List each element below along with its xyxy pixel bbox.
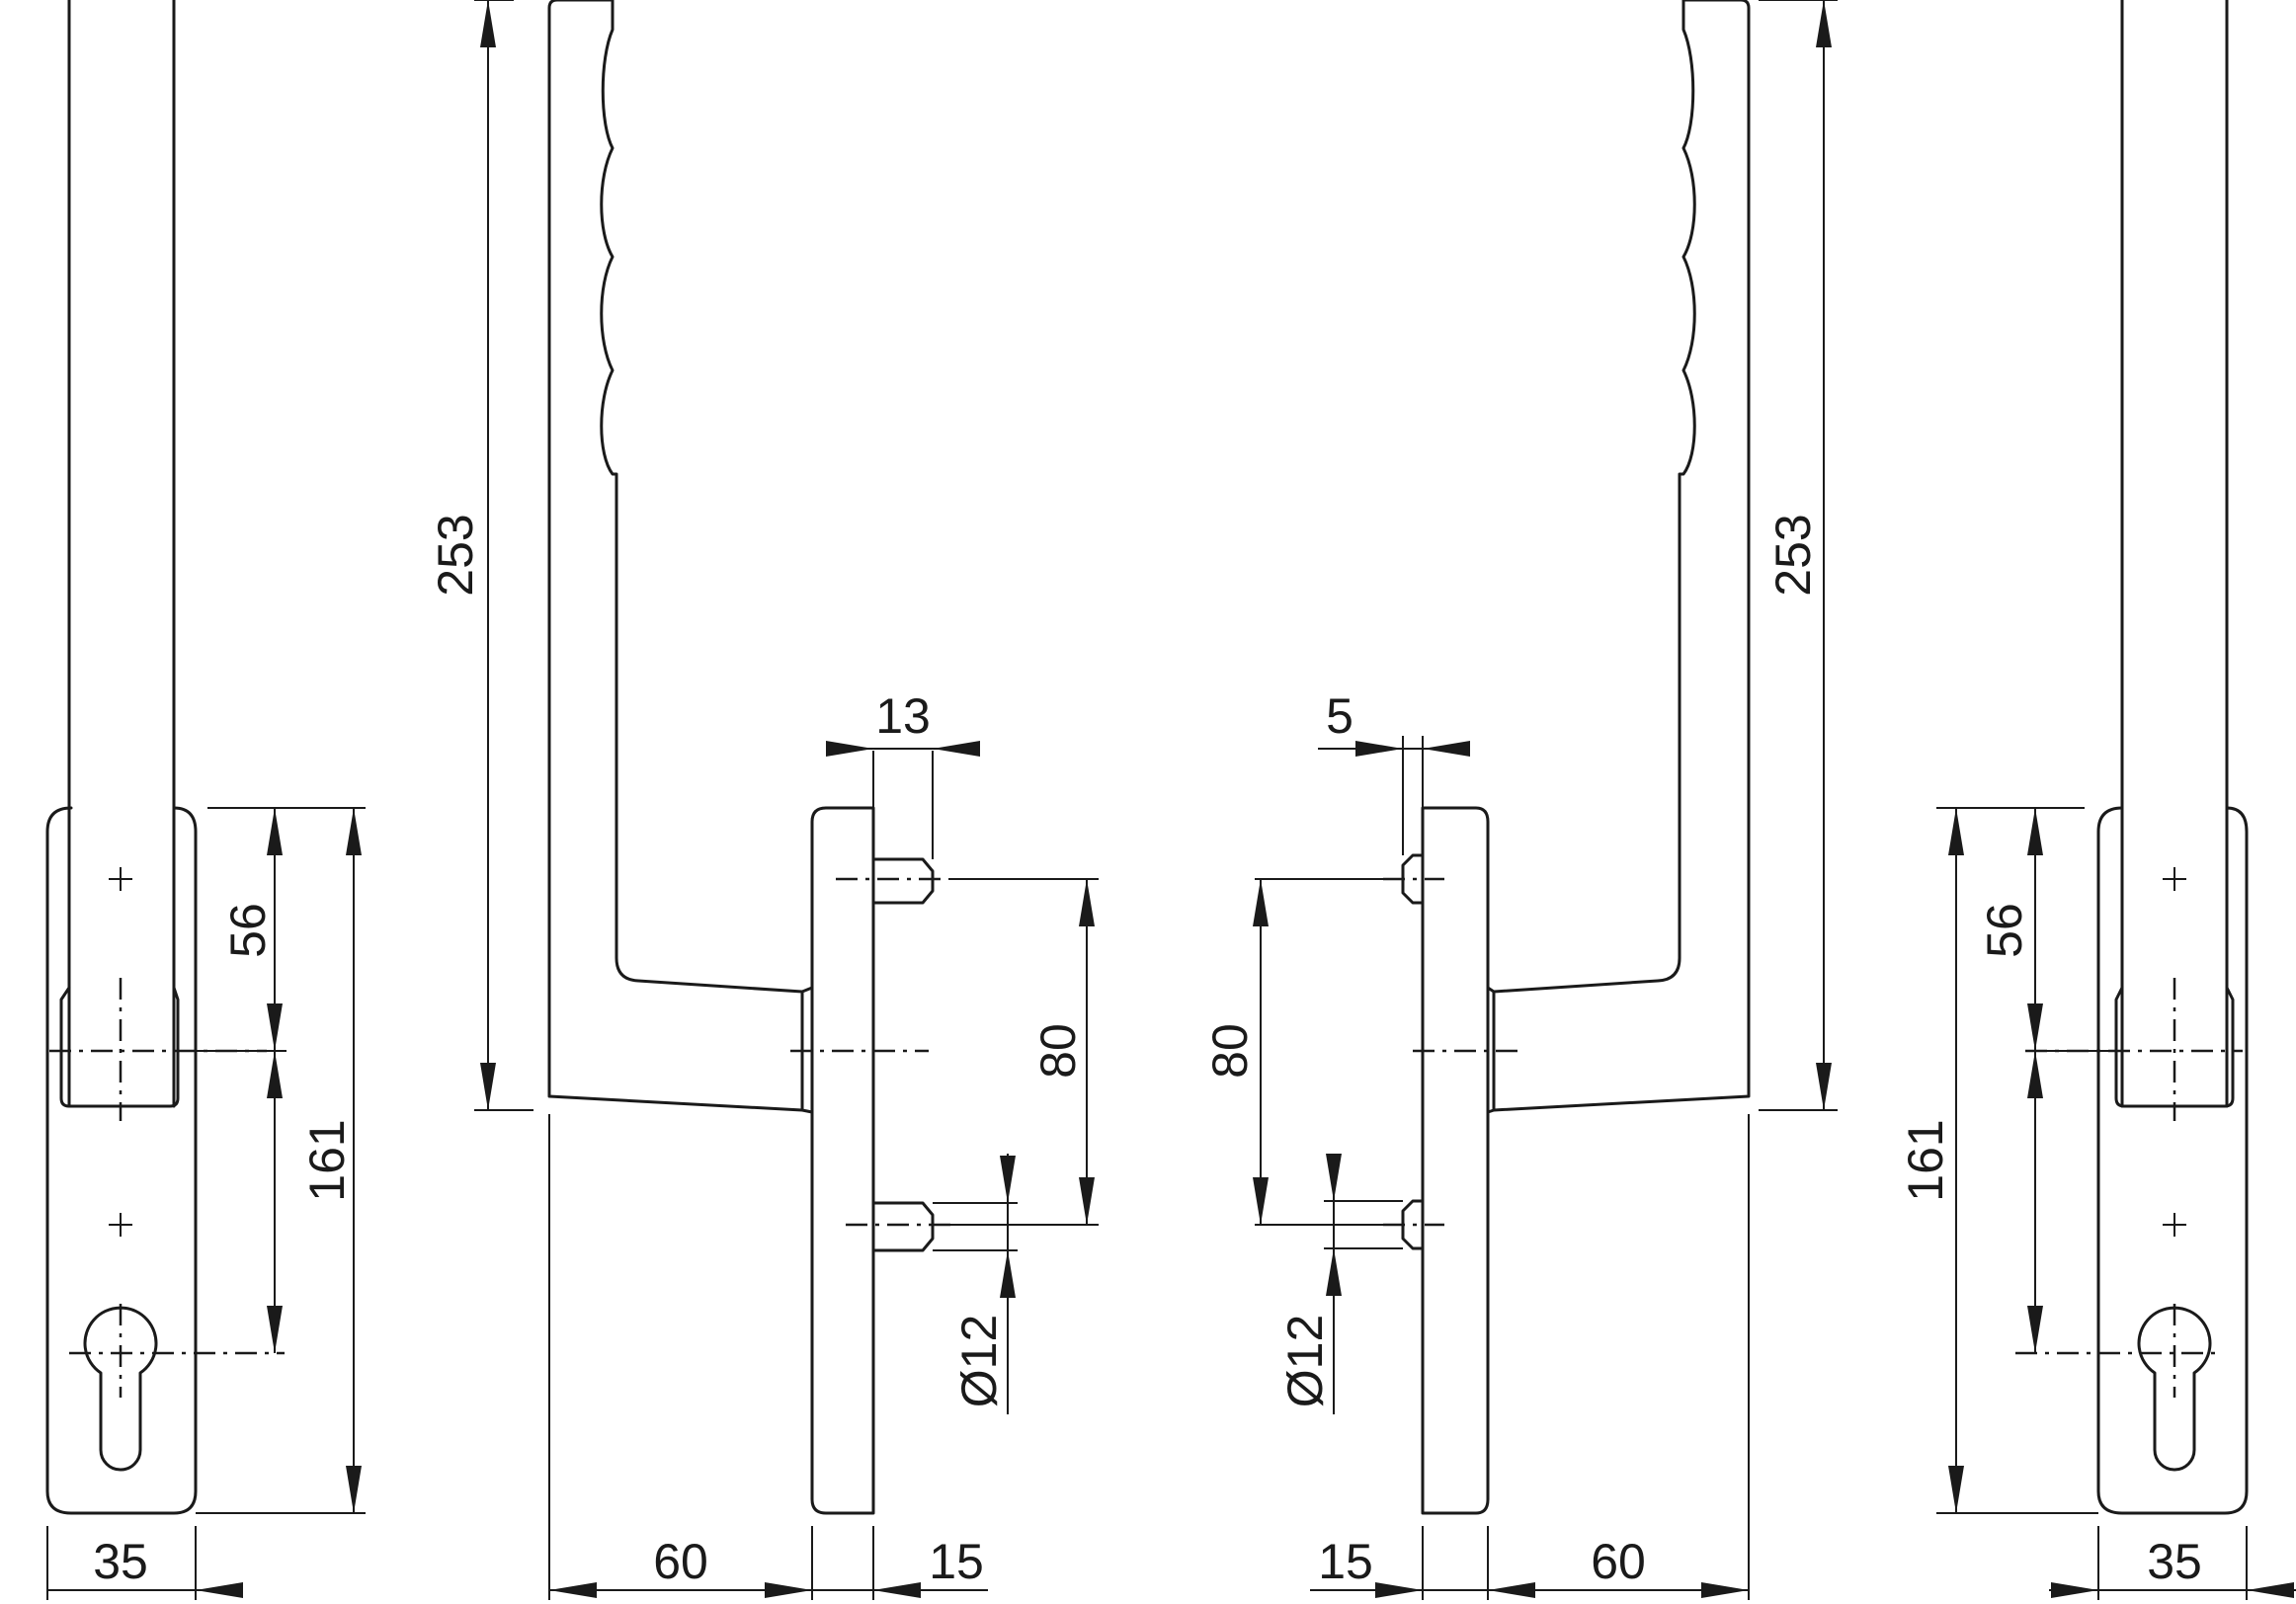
handle-left-dim-13: 13 [875,688,931,744]
plate-left-outline [45,806,198,1515]
plate-left-dim-56: 56 [220,903,276,958]
handle-right-view: 253 5 80 Ø12 15 60 [1202,0,1838,1600]
plate-left-dim-161: 161 [299,1119,355,1201]
handle-left-screw-top [871,857,935,905]
handle-right-plate [1421,806,1490,1515]
plate-right-outline [2096,806,2249,1515]
plate-right-dim-35: 35 [2147,1534,2202,1589]
handle-right-dim-80: 80 [1202,1023,1258,1079]
plate-left-screw-mark-top [109,867,132,891]
handle-right-dim-dia12: Ø12 [1277,1315,1333,1408]
plate-left-dim-35: 35 [93,1534,148,1589]
handle-right-dim-15: 15 [1318,1534,1373,1589]
handle-left-dim-60: 60 [653,1534,708,1589]
handle-left-dim-253: 253 [428,514,483,596]
plate-left-keyhole [83,1306,158,1472]
handle-right-outline [1492,0,1751,1112]
plate-left-rose [59,986,180,1108]
plate-right-dim-161: 161 [1898,1119,1953,1201]
plate-right-keyhole [2137,1306,2212,1472]
plate-left-view: 56 161 35 [45,0,366,1600]
handle-left-view: 253 13 80 Ø12 60 15 [428,0,1099,1600]
handle-left-outline [547,0,804,1112]
handle-left-dim-80: 80 [1030,1023,1086,1079]
handle-left-plate [810,806,875,1515]
handle-left-dim-15: 15 [929,1534,984,1589]
plate-right-rose [2114,986,2235,1108]
handle-left-screw-bottom [871,1201,935,1252]
handle-right-dim-5: 5 [1326,688,1353,744]
plate-left-handle-shaft [67,0,176,1108]
plate-left-screw-mark-bottom [109,1213,132,1237]
plate-right-view: 56 161 35 [1898,0,2296,1600]
plate-right-dim-56: 56 [1977,903,2032,958]
plate-right-screw-mark-top [2163,867,2186,891]
plate-right-screw-mark-bottom [2163,1213,2186,1237]
handle-left-dim-dia12: Ø12 [951,1315,1007,1408]
plate-right-handle-shaft [2120,0,2229,1108]
handle-right-dim-253: 253 [1765,514,1821,596]
handle-right-dim-60: 60 [1591,1534,1646,1589]
